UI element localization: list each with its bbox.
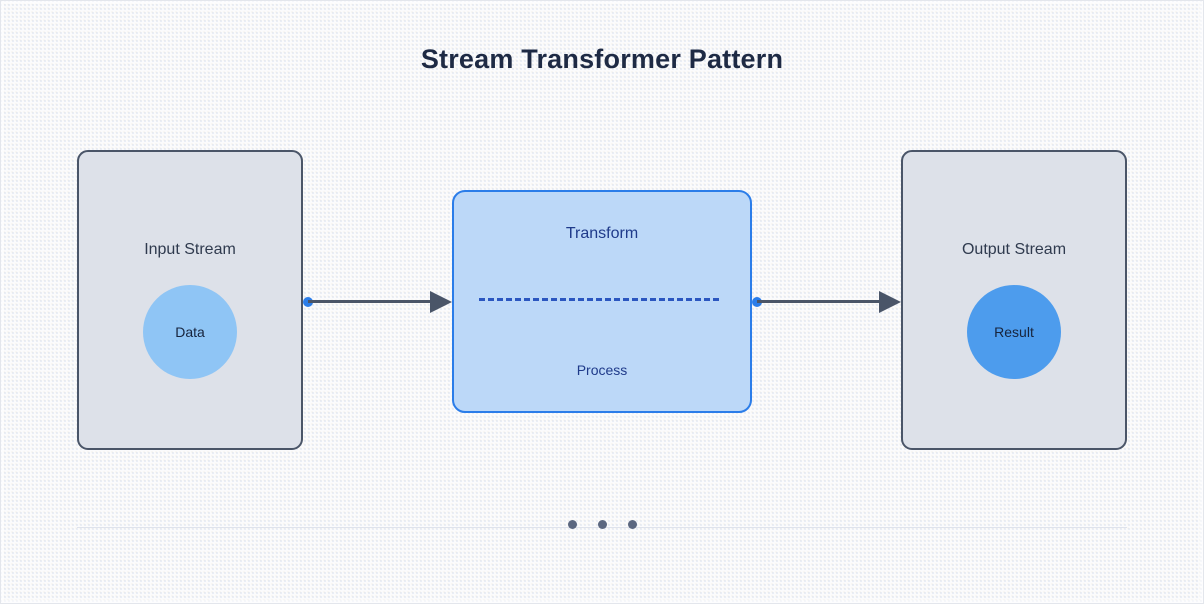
node-output-stream-label: Output Stream	[961, 241, 1067, 258]
arrow-head-icon	[879, 290, 901, 313]
node-transform-label: Transform	[565, 225, 639, 242]
node-input-stream[interactable]: Input Stream Data	[77, 150, 303, 450]
node-transform[interactable]: Transform Process	[452, 190, 752, 413]
arrow-head-icon	[430, 290, 452, 313]
connector-line	[308, 300, 438, 303]
footer-dots-indicator	[0, 520, 1204, 529]
connector-line	[757, 300, 887, 303]
footer-dot-icon	[597, 520, 607, 529]
page-title: Stream Transformer Pattern	[420, 44, 784, 74]
node-output-stream[interactable]: Output Stream Result	[901, 150, 1127, 450]
result-circle-badge: Result	[967, 285, 1061, 379]
transform-dashed-divider	[479, 298, 719, 301]
node-input-stream-label: Input Stream	[144, 241, 236, 258]
connector-transform-to-output[interactable]	[752, 290, 901, 313]
footer-dot-icon	[627, 520, 637, 529]
data-circle-label: Data	[175, 324, 205, 340]
data-circle-badge: Data	[143, 285, 237, 379]
footer-dot-icon	[567, 520, 577, 529]
node-transform-sublabel: Process	[576, 362, 628, 378]
connector-input-to-transform[interactable]	[303, 290, 452, 313]
result-circle-label: Result	[994, 324, 1034, 340]
